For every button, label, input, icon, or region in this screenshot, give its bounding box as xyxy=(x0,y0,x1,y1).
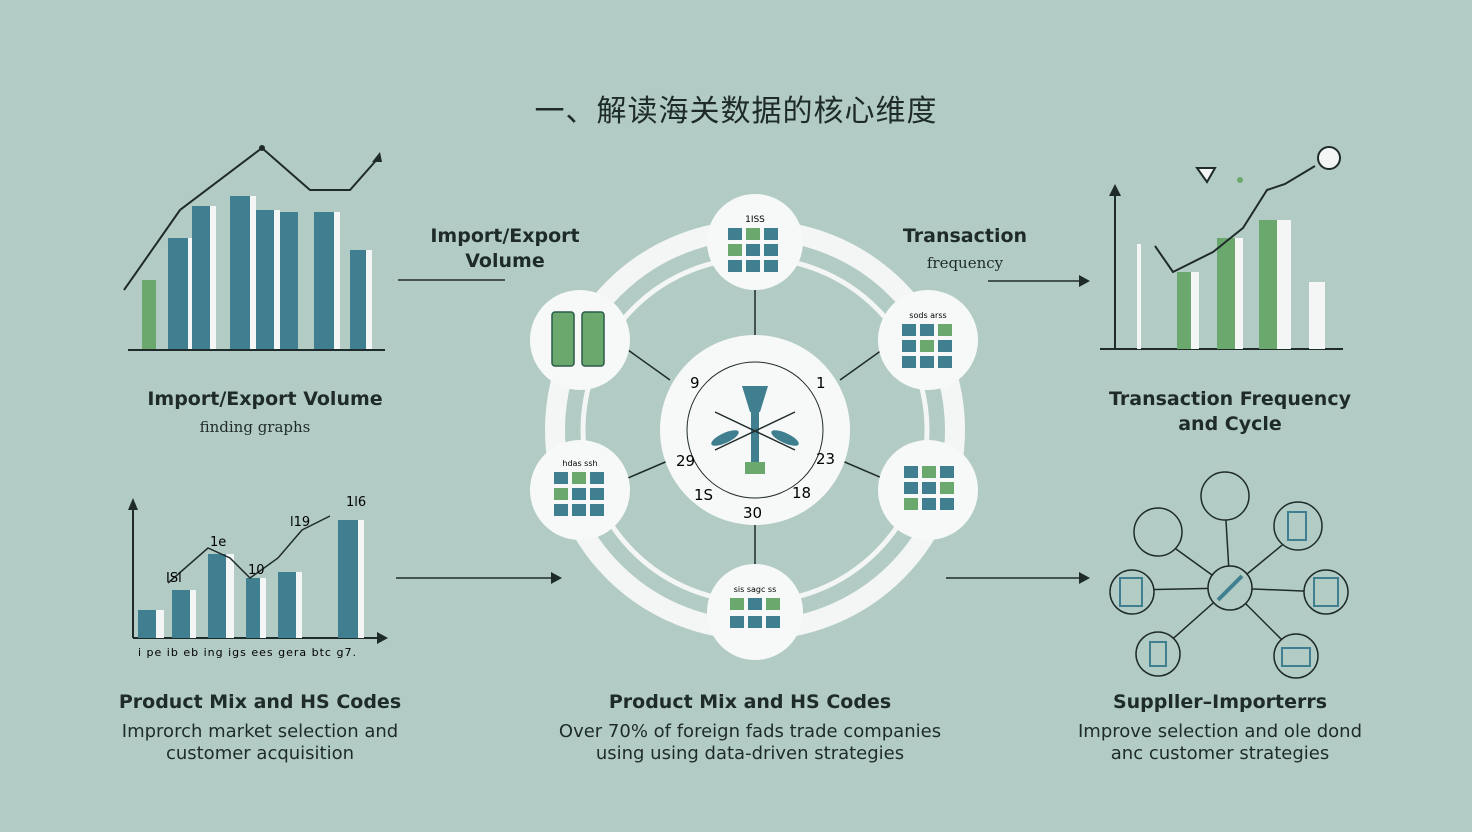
dial-number: 23 xyxy=(816,450,835,468)
svg-text:1ISS: 1ISS xyxy=(745,215,765,225)
central-ring-diagram: 9 1 29 23 1S 18 30 1ISS sods arss hdas s… xyxy=(530,194,978,660)
compass-icon xyxy=(711,386,799,474)
chart-bar xyxy=(1309,282,1325,349)
product-mix-bar-chart: 1l6 l19 1e 10 ISl i pe ib eb ing igs ees… xyxy=(128,495,388,659)
peak-label: 1l6 xyxy=(346,495,366,510)
chart-bar xyxy=(142,280,156,350)
arrow-up-icon xyxy=(128,498,138,510)
supplier-network-diagram xyxy=(1109,471,1349,679)
top-left-subtitle: finding graphs xyxy=(199,418,311,436)
center-right-label-line2: frequency xyxy=(926,254,1004,272)
bottom-center-line2: using using data-driven strategies xyxy=(595,743,905,764)
chart-bar xyxy=(1217,238,1235,349)
trend-point xyxy=(259,145,265,151)
bottom-right-line1: Improve selection and ole dond xyxy=(1077,721,1363,742)
volume-bar-chart xyxy=(123,145,385,351)
arrow-right-icon xyxy=(551,572,562,584)
arrow-right-icon xyxy=(377,632,388,644)
peak-label: 10 xyxy=(248,563,265,578)
chart-bar-highlight xyxy=(188,238,194,350)
chart-bar xyxy=(1137,244,1141,349)
peak-label: 1e xyxy=(210,535,226,550)
arrow-right-icon xyxy=(1079,275,1090,287)
factory-node-icon xyxy=(1133,507,1183,557)
document-node-icon xyxy=(1273,501,1323,551)
hub-tool-icon xyxy=(1216,574,1244,602)
chart-bar xyxy=(230,196,250,350)
svg-text:hdas ssh: hdas ssh xyxy=(562,459,597,468)
arrow-head-icon xyxy=(372,152,382,162)
trend-line xyxy=(123,146,381,291)
frequency-bar-chart xyxy=(1100,146,1343,350)
dial-inner-circle xyxy=(686,361,824,499)
bottom-center-title: Product Mix and HS Codes xyxy=(608,691,892,713)
top-right-title-line2: and Cycle xyxy=(1178,413,1282,435)
node-left-lower: hdas ssh xyxy=(530,440,630,540)
chart-bar-highlight xyxy=(210,206,216,350)
flag-icon xyxy=(1195,167,1217,184)
bottom-left-line1: Improrch market selection and xyxy=(121,721,399,742)
node-left-upper xyxy=(530,290,630,390)
chart-bar xyxy=(1177,272,1191,349)
chart-bar-highlight xyxy=(334,212,340,350)
building-node-icon xyxy=(1303,569,1349,615)
svg-text:sods arss: sods arss xyxy=(909,311,946,320)
dial-number: 30 xyxy=(743,504,762,522)
frequency-bars xyxy=(1137,220,1325,349)
center-left-label-line2: Volume xyxy=(465,250,545,272)
chart-bar-highlight xyxy=(274,210,280,350)
bottom-center-line1: Over 70% of foreign fads trade companies xyxy=(558,721,942,742)
chart-bar-highlight xyxy=(1235,238,1243,349)
chart-bar xyxy=(256,210,274,350)
node-bottom: sis sagc ss xyxy=(707,564,803,660)
x-axis-labels: i pe ib eb ing igs ees gera btc g7. xyxy=(138,646,357,659)
bottle-node-icon xyxy=(1135,631,1181,677)
chart-bar xyxy=(314,212,334,350)
peak-label: l19 xyxy=(290,515,310,530)
arrow-right-icon xyxy=(1079,572,1090,584)
bottom-left-title: Product Mix and HS Codes xyxy=(118,691,402,713)
top-right-title-line1: Transaction Frequency xyxy=(1109,388,1351,410)
terminal-node-icon xyxy=(1109,569,1155,615)
bottom-left-line2: customer acquisition xyxy=(165,743,355,764)
chart-bar xyxy=(192,206,210,350)
trend-line xyxy=(1154,165,1316,274)
chart-bar-highlight xyxy=(250,196,256,350)
bottom-right-title: Suppller–Importerrs xyxy=(1112,691,1328,713)
product-bars xyxy=(138,520,364,638)
basket-node-icon xyxy=(1273,633,1319,679)
top-left-title: Import/Export Volume xyxy=(147,388,383,410)
chart-bar xyxy=(350,250,366,350)
volume-bars xyxy=(142,196,372,350)
dial-number: 29 xyxy=(676,452,695,470)
chart-bar xyxy=(280,212,298,350)
bottom-right-line2: anc customer strategies xyxy=(1110,743,1330,764)
svg-text:sis sagc ss: sis sagc ss xyxy=(734,585,777,594)
node-right-upper: sods arss xyxy=(878,290,978,390)
plant-node-icon xyxy=(1200,471,1250,521)
chart-bar-highlight xyxy=(1277,220,1291,349)
chart-bar xyxy=(168,238,188,350)
dial-number: 1S xyxy=(694,486,713,504)
trend-line xyxy=(167,515,331,584)
chart-bar-highlight xyxy=(366,250,372,350)
dial-number: 1 xyxy=(816,374,826,392)
center-right-label-line1: Transaction xyxy=(902,225,1028,247)
center-left-label-line1: Import/Export xyxy=(430,225,580,247)
chart-bar-highlight xyxy=(1191,272,1199,349)
node-top: 1ISS xyxy=(707,194,803,290)
dial-number: 18 xyxy=(792,484,811,502)
peak-label: ISl xyxy=(166,571,182,586)
dial-number: 9 xyxy=(690,374,700,392)
node-right-lower xyxy=(878,440,978,540)
target-icon xyxy=(1317,146,1341,170)
chart-bar xyxy=(1259,220,1277,349)
page-title: 一、解读海关数据的核心维度 xyxy=(534,94,938,129)
marker-dot xyxy=(1237,177,1243,183)
arrow-up-icon xyxy=(1109,184,1121,196)
